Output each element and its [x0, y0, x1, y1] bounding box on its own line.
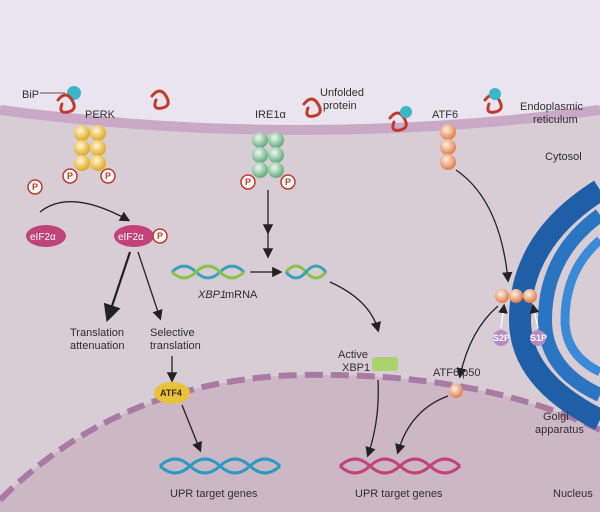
atf6-label: ATF6 — [432, 109, 458, 121]
xbp1-translation-arrow — [329, 281, 382, 333]
perk-label: PERK — [85, 109, 116, 121]
xbp1-mrna-wave-left-2 — [170, 264, 246, 280]
atf6-to-genes-arrow — [395, 395, 449, 455]
ire1-phospho-badges: P P — [240, 174, 296, 190]
bip-label: BiP — [22, 89, 39, 101]
phosphate-label: P — [32, 182, 38, 192]
er-label-1: Endoplasmic — [520, 101, 583, 113]
s1p-cleavage-arrow — [529, 303, 540, 329]
xbp1-mrna-suffix-label: mRNA — [225, 289, 258, 301]
svg-text:P: P — [105, 171, 111, 181]
active-xbp1-icon — [372, 357, 398, 371]
atf6-p50-release-arrow — [456, 305, 499, 379]
bip-bound-icon-2 — [489, 88, 501, 100]
selective-translation-arrow — [137, 251, 163, 321]
er-label-2: reticulum — [533, 114, 578, 126]
s1p-protease-icon — [530, 330, 546, 346]
er-membrane — [0, 105, 600, 135]
bip-bound-icon — [400, 106, 412, 118]
ire1-dimer — [252, 132, 284, 178]
active-xbp1-label-1: Active — [338, 349, 368, 361]
perk-phospho-badges: P P — [62, 168, 116, 184]
golgi-label-1: Golgi — [543, 411, 569, 423]
translation-attenuation-label-1: Translation — [70, 327, 124, 339]
atf6-p50-label: ATF6 p50 — [433, 367, 481, 379]
s2p-label: S2P — [493, 333, 510, 343]
active-xbp1-label-2: XBP1 — [342, 362, 370, 374]
selective-translation-label-1: Selective — [150, 327, 195, 339]
svg-text:P: P — [157, 231, 163, 241]
nucleus-region — [0, 374, 600, 512]
svg-text:P: P — [285, 177, 291, 187]
perk-dimer — [74, 125, 106, 171]
atf4-label: ATF4 — [160, 388, 182, 398]
s2p-cleavage-arrow — [498, 303, 508, 329]
xbp1-mrna-wave-right-2 — [284, 264, 328, 280]
eif2a-label-left: eIF2α — [30, 232, 56, 243]
upr-target-genes-dna-left — [158, 457, 282, 475]
s1p-label: S1P — [530, 333, 547, 343]
s2p-protease-icon — [493, 330, 509, 346]
eif2a-ellipse-left — [26, 225, 66, 247]
eif2a-label-right: eIF2α — [118, 232, 144, 243]
atf6-at-golgi — [495, 289, 537, 303]
atf6-to-golgi-arrow — [455, 169, 513, 283]
er-lumen — [0, 0, 600, 130]
attenuation-arrow — [103, 251, 132, 323]
xbp1-mrna-gene-label: XBP1 — [197, 289, 226, 301]
xbp1-mrna-wave-left — [170, 264, 246, 280]
upr-target-genes-dna-right — [338, 457, 462, 475]
cytosol-label: Cytosol — [545, 151, 582, 163]
xbp1-to-genes-arrow — [365, 379, 379, 458]
atf4-to-genes-arrow — [181, 404, 202, 453]
phosphorylation-arrow — [39, 201, 131, 222]
eif2a-phospho-badge — [152, 228, 168, 244]
svg-text:P: P — [245, 177, 251, 187]
unfolded-protein-label-2: protein — [323, 100, 357, 112]
phosphate-icon — [27, 179, 43, 195]
selective-translation-label-2: translation — [150, 340, 201, 352]
svg-text:P: P — [67, 171, 73, 181]
golgi-label-2: apparatus — [535, 424, 584, 436]
nucleus-label: Nucleus — [553, 488, 593, 500]
unfolded-protein-label-1: Unfolded — [320, 87, 364, 99]
nuclear-envelope — [0, 371, 600, 503]
ire1-label: IRE1α — [255, 109, 286, 121]
atf6-p50-icon — [449, 384, 463, 398]
atf4-ellipse — [154, 382, 190, 404]
translation-attenuation-label-2: attenuation — [70, 340, 124, 352]
atf6-monomer — [440, 124, 456, 170]
eif2a-ellipse-right — [114, 225, 154, 247]
upr-target-genes-right-label: UPR target genes — [355, 488, 443, 500]
upr-target-genes-left-label: UPR target genes — [170, 488, 258, 500]
golgi-apparatus — [508, 180, 600, 430]
